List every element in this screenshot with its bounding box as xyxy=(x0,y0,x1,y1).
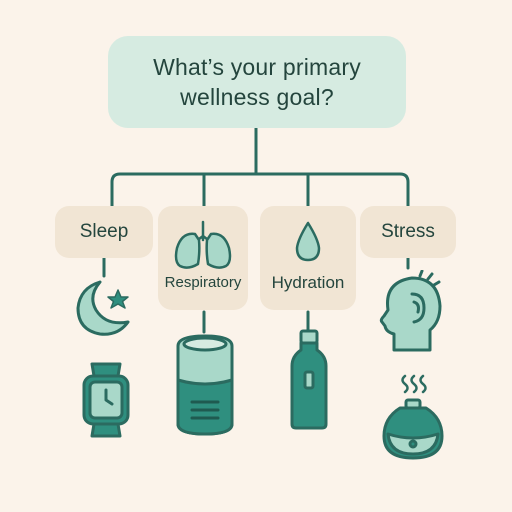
option-sleep-label: Sleep xyxy=(79,221,129,242)
lungs-icon xyxy=(174,220,232,269)
head-mind-icon xyxy=(379,270,442,352)
water-drop-icon xyxy=(295,221,321,262)
option-sleep[interactable]: Sleep xyxy=(55,206,153,258)
option-respiratory-label: Respiratory xyxy=(164,274,242,291)
water-bottle-icon xyxy=(290,329,328,430)
air-purifier-icon xyxy=(176,334,234,436)
branch-line xyxy=(110,172,410,208)
option-stress-label: Stress xyxy=(381,221,435,242)
aroma-diffuser-icon xyxy=(382,374,444,460)
question-box: What’s your primary wellness goal? xyxy=(108,36,406,128)
question-text: What’s your primary wellness goal? xyxy=(153,54,361,110)
option-stress[interactable]: Stress xyxy=(360,206,456,258)
moon-star-icon xyxy=(76,280,130,336)
smartwatch-icon xyxy=(82,362,130,438)
option-hydration-label: Hydration xyxy=(271,273,345,292)
